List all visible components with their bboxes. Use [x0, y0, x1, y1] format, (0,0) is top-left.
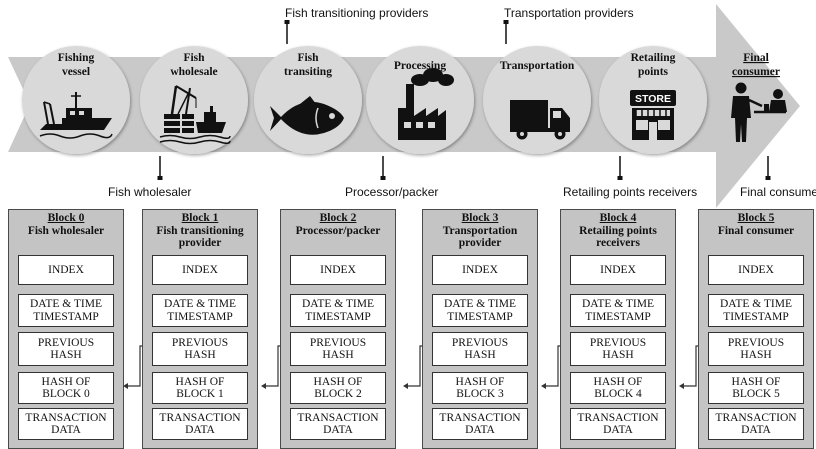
block-owner: Transportation	[442, 224, 518, 237]
field-index: INDEX	[18, 255, 114, 285]
block-owner: Final consumer	[717, 224, 795, 237]
field-previous-hash: PREVIOUS HASH	[152, 332, 248, 366]
annotation-retailing-points-receivers: Retailing points receivers	[563, 185, 698, 199]
field-index: INDEX	[152, 255, 248, 285]
field-index: INDEX	[290, 255, 386, 285]
annotation-transportation-providers: Transportation providers	[504, 6, 634, 20]
consumer-icon	[731, 82, 787, 142]
field-previous-hash: PREVIOUS HASH	[432, 332, 528, 366]
field-previous-hash: PREVIOUS HASH	[570, 332, 666, 366]
fishing-vessel-icon	[39, 92, 113, 139]
field-timestamp: DATE & TIME TIMESTAMP	[152, 294, 248, 327]
store-sign-text: STORE	[635, 93, 671, 105]
block-owner: provider	[458, 237, 502, 249]
annotation-final-consumer: Final consumer	[740, 185, 816, 199]
annotation-pins	[157, 20, 771, 180]
fish-icon	[270, 96, 344, 135]
field-transaction-data: TRANSACTION DATA	[18, 408, 114, 440]
block-number: Block 3	[461, 212, 499, 224]
field-previous-hash: PREVIOUS HASH	[18, 332, 114, 366]
block-owner: Retailing points	[579, 224, 657, 237]
field-timestamp: DATE & TIME TIMESTAMP	[432, 294, 528, 327]
annotation-processor-packer: Processor/packer	[345, 185, 439, 199]
field-block-hash: HASH OF BLOCK 1	[152, 372, 248, 404]
field-index: INDEX	[432, 255, 528, 285]
truck-icon	[510, 100, 570, 140]
field-transaction-data: TRANSACTION DATA	[570, 408, 666, 440]
block-owner: Fish wholesaler	[27, 224, 105, 237]
field-index: INDEX	[708, 255, 804, 285]
field-timestamp: DATE & TIME TIMESTAMP	[18, 294, 114, 327]
field-block-hash: HASH OF BLOCK 5	[708, 372, 804, 404]
field-block-hash: HASH OF BLOCK 2	[290, 372, 386, 404]
hash-link-arrowheads	[123, 383, 684, 389]
field-previous-hash: PREVIOUS HASH	[708, 332, 804, 366]
stage-label-truck: Transportation	[500, 60, 575, 72]
stage-processing	[366, 46, 474, 154]
block-number: Block 5	[737, 212, 775, 224]
field-block-hash: HASH OF BLOCK 3	[432, 372, 528, 404]
block-number: Block 1	[181, 212, 219, 224]
block-owner: provider	[178, 237, 222, 249]
block-number: Block 2	[319, 212, 357, 224]
field-index: INDEX	[570, 255, 666, 285]
field-block-hash: HASH OF BLOCK 0	[18, 372, 114, 404]
block-number: Block 4	[599, 212, 637, 224]
field-timestamp: DATE & TIME TIMESTAMP	[290, 294, 386, 327]
annotation-fish-wholesaler: Fish wholesaler	[108, 185, 192, 199]
block-owner: Fish transitioning	[156, 224, 244, 237]
field-block-hash: HASH OF BLOCK 4	[570, 372, 666, 404]
store-icon: STORE	[630, 90, 676, 140]
field-transaction-data: TRANSACTION DATA	[290, 408, 386, 440]
factory-icon	[398, 68, 454, 140]
block-owner: Processor/packer	[295, 224, 381, 237]
block-number: Block 0	[47, 212, 85, 224]
wholesale-port-icon	[159, 85, 231, 145]
field-timestamp: DATE & TIME TIMESTAMP	[570, 294, 666, 327]
field-timestamp: DATE & TIME TIMESTAMP	[708, 294, 804, 327]
field-transaction-data: TRANSACTION DATA	[432, 408, 528, 440]
annotation-fish-transitioning-providers: Fish transitioning providers	[285, 6, 429, 20]
field-transaction-data: TRANSACTION DATA	[708, 408, 804, 440]
block-owner: receivers	[596, 237, 640, 249]
field-transaction-data: TRANSACTION DATA	[152, 408, 248, 440]
field-previous-hash: PREVIOUS HASH	[290, 332, 386, 366]
